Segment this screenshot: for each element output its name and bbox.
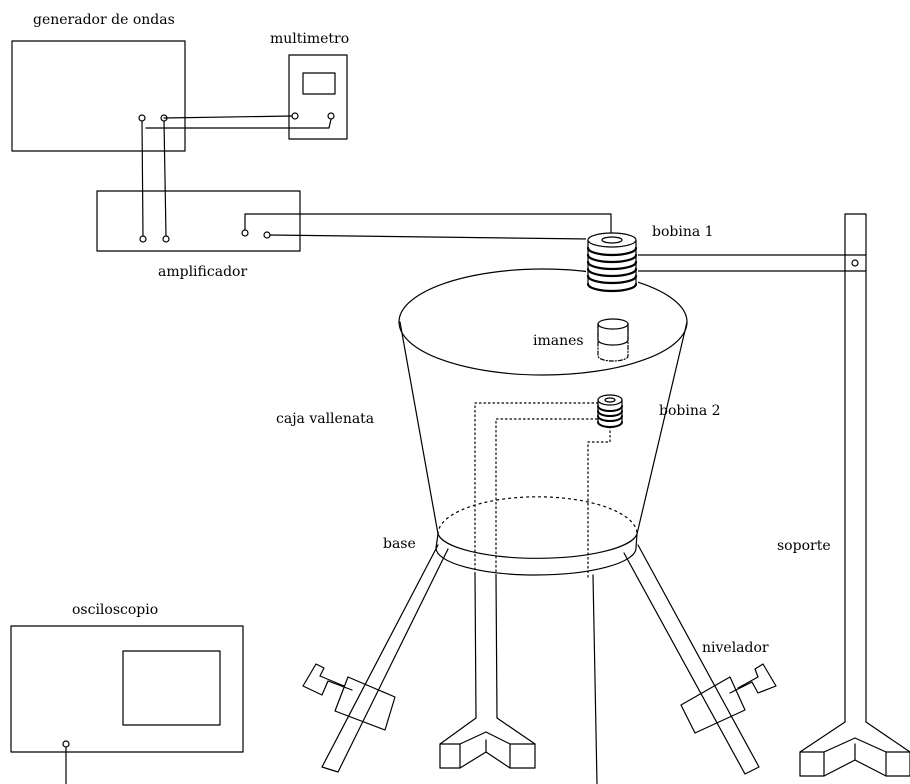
wire-gen-amp-2: [163, 120, 167, 237]
base-label: base: [383, 536, 416, 552]
box-bottom-back: [437, 496, 638, 535]
multimeter-label: multimetro: [270, 31, 349, 47]
leveler-label: nivelador: [702, 640, 769, 656]
dotted-wire-outer: [474, 402, 599, 575]
dotted-wire-inner: [495, 418, 599, 577]
wire-gen-multimeter-1: [163, 115, 293, 119]
oscilloscope-terminal: [62, 740, 70, 748]
leg-right: [623, 544, 760, 775]
leveler-right: [680, 663, 777, 734]
box-top-ellipse: [398, 268, 688, 376]
amplifier-out-terminal-left: [241, 229, 249, 237]
multimeter-terminal-right: [327, 112, 335, 120]
amplifier: [96, 190, 301, 252]
box-right-wall: [636, 321, 688, 535]
support-stand: [799, 213, 910, 777]
multimeter: [288, 54, 348, 140]
amplifier-label: amplificador: [158, 264, 247, 280]
dotted-wire-coil2: [587, 425, 611, 578]
generator-terminal-left: [138, 114, 146, 122]
center-rod: [592, 574, 598, 784]
leveler-left: [302, 663, 396, 731]
support-label: soporte: [777, 538, 831, 554]
amplifier-in-terminal-right: [162, 235, 170, 243]
amplifier-out-terminal-right: [263, 231, 271, 239]
wire-amp-coil-1: [244, 213, 612, 239]
multimeter-display: [302, 72, 336, 95]
base-ring: [435, 533, 638, 576]
coil-2: [597, 394, 623, 428]
vallenata-box: [398, 268, 688, 535]
magnets-label: imanes: [533, 333, 584, 349]
coil-2-label: bobina 2: [659, 403, 721, 419]
vallenata-box-label: caja vallenata: [276, 411, 374, 427]
wave-generator-label: generador de ondas: [33, 12, 175, 28]
coil-1: [586, 232, 638, 293]
leg-left: [321, 544, 449, 773]
wire-amp-coil-2: [269, 234, 591, 240]
amplifier-in-terminal-left: [139, 235, 147, 243]
wire-gen-multimeter-2: [145, 118, 332, 129]
coil-1-label: bobina 1: [652, 224, 714, 240]
multimeter-terminal-left: [291, 112, 299, 120]
oscilloscope-screen: [122, 650, 221, 726]
wave-generator: [11, 40, 186, 152]
support-arm: [634, 254, 867, 272]
oscilloscope: [10, 625, 244, 784]
magnets: [597, 318, 629, 362]
support-arm-screw: [851, 259, 859, 267]
box-left-wall: [399, 321, 439, 535]
wire-gen-amp-1: [141, 120, 144, 237]
oscilloscope-label: osciloscopio: [72, 602, 158, 618]
leg-center: [439, 573, 536, 769]
